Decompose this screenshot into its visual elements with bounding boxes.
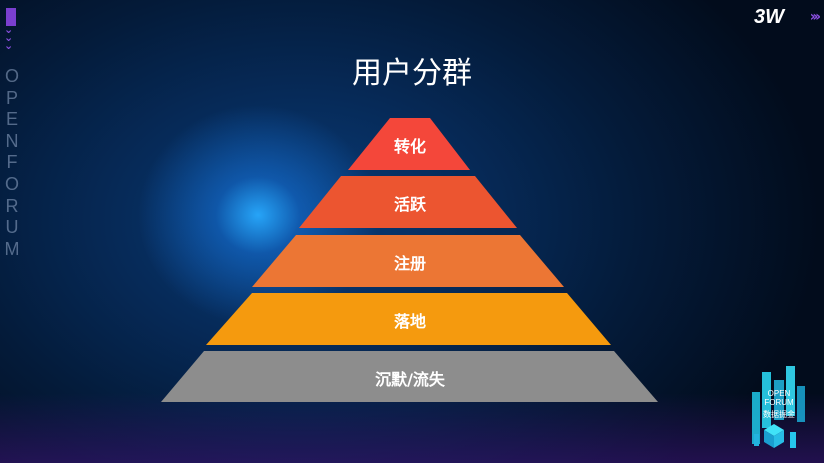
pyramid-tier-label: 沉默/流失: [375, 369, 445, 389]
sidebar-accent-bar: [6, 8, 16, 26]
pyramid-tier-3: [252, 235, 564, 287]
pyramid-tier-label: 活跃: [393, 195, 426, 214]
logo-3w: 3W: [754, 6, 784, 28]
page-title: 用户分群: [352, 56, 472, 91]
pyramid-tier-label: 落地: [393, 312, 426, 331]
pyramid-tier-2: [299, 176, 517, 228]
chevron-down-icon: ⌄⌄⌄: [4, 23, 14, 52]
pyramid-tier-4: [206, 293, 611, 345]
pyramid-tier-5: [161, 351, 658, 402]
badge-line-1: OPEN: [767, 389, 791, 398]
chevron-right-icon: ›››: [809, 9, 821, 25]
badge-line-2: FORUM: [764, 398, 794, 407]
side-label: OPEN FORUM: [4, 66, 20, 259]
pyramid-tier-label: 转化: [393, 137, 426, 156]
badge-line-3: 数据掘金: [763, 410, 795, 419]
pyramid-tier-label: 注册: [393, 254, 426, 273]
bottom-glow: [0, 393, 824, 463]
pyramid-tier-1: [348, 118, 470, 170]
open-forum-badge-icon: [752, 366, 805, 448]
